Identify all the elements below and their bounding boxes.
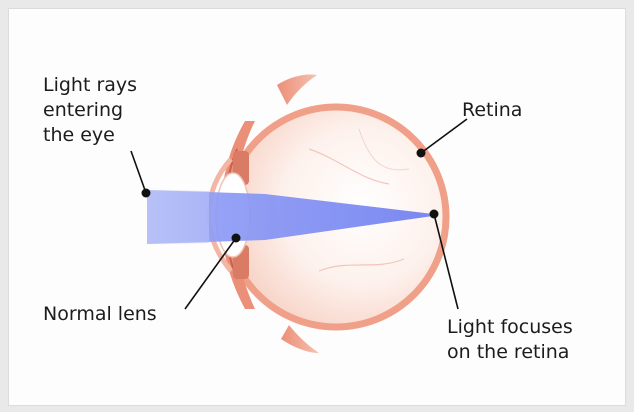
lower-eyelid: [281, 325, 319, 353]
label-light-focuses: Light focuses on the retina: [447, 315, 573, 365]
leader-light-rays: [131, 151, 151, 198]
diagram-frame: Light rays entering the eye Retina Norma…: [8, 8, 626, 406]
label-normal-lens: Normal lens: [43, 302, 157, 327]
leader-retina: [417, 119, 468, 158]
upper-eyelid: [277, 74, 317, 105]
label-light-rays: Light rays entering the eye: [43, 73, 137, 148]
label-retina: Retina: [462, 98, 522, 123]
